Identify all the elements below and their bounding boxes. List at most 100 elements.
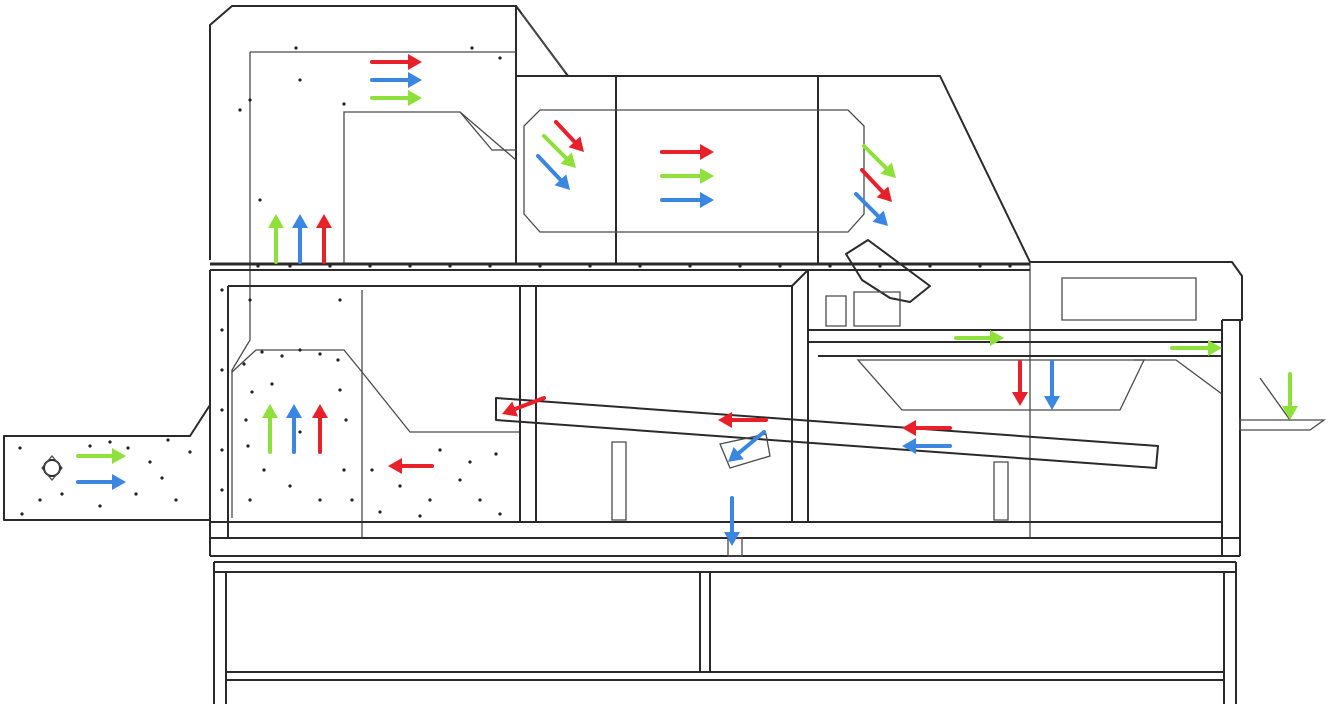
column-roof-slope-inner [521, 13, 566, 73]
arrow-head [316, 214, 332, 228]
perforation-dot [174, 498, 178, 502]
perforation-dot [418, 514, 422, 518]
frame-mid-post [791, 270, 809, 522]
perforation-dot [148, 460, 152, 464]
inclined-screen [495, 397, 1159, 469]
right-housing [1030, 261, 1243, 321]
perforation-dot [494, 452, 498, 456]
perforation-dot [638, 264, 642, 268]
perforation-dot [1008, 264, 1012, 268]
perforation-dot [318, 498, 322, 502]
perforation-dot [468, 460, 472, 464]
flow-arrow-return-red-left-lower [388, 458, 434, 474]
flow-arrow-drum-out-red-down-right [860, 168, 892, 202]
lower-hopper [231, 349, 520, 433]
inner-duct-right [343, 111, 517, 264]
deck-tail [1134, 359, 1223, 395]
arrow-head [112, 448, 126, 464]
arrow-shaft [536, 154, 563, 182]
arrow-head [408, 90, 422, 106]
perforation-dot [370, 468, 374, 472]
perforation-dot [498, 56, 502, 60]
stand-bottom-rail [226, 671, 1224, 681]
exit-lever [1259, 377, 1291, 421]
right-access-panel [1061, 277, 1197, 321]
perforation-dot [538, 264, 542, 268]
flow-arrow-bottom-blue-down [724, 496, 740, 546]
inlet-port [43, 459, 61, 477]
flow-arrow-lower-left-green-up [262, 404, 278, 454]
arrow-head [408, 72, 422, 88]
flow-arrow-drum-in-green-down-right [542, 134, 576, 168]
perforation-dot [342, 102, 346, 106]
perforation-dot [318, 352, 322, 356]
flow-arrow-top-green-right [370, 90, 422, 106]
flow-arrow-drum-in-blue-down-right [536, 154, 570, 190]
flow-arrow-drum-out-blue-down-right [854, 192, 888, 226]
arrow-head [408, 54, 422, 70]
perforation-dot [220, 288, 224, 292]
flow-arrow-top-red-right [370, 54, 422, 70]
perforation-dot [350, 498, 354, 502]
flow-arrow-exit-green-down [1282, 372, 1298, 420]
stand-top-rail [214, 561, 1236, 573]
exit-tray [1239, 419, 1327, 431]
perforation-dot [108, 440, 112, 444]
arrow-head [902, 420, 916, 436]
perforation-dot [688, 264, 692, 268]
perforation-dot [18, 446, 22, 450]
arrow-head [568, 136, 584, 152]
perforation-dot [336, 358, 340, 362]
perforation-dot [250, 390, 254, 394]
flow-arrow-inlet-green-right [76, 448, 126, 464]
arrow-head [700, 168, 714, 184]
perforation-dot [262, 468, 266, 472]
chute-box [853, 291, 901, 327]
perforation-dot [256, 264, 260, 268]
drum-window [523, 109, 865, 233]
perforation-dot [238, 108, 242, 112]
perforation-dot [288, 484, 292, 488]
arrow-shaft [860, 168, 885, 194]
arrow-head [728, 446, 744, 462]
arrow-head [292, 214, 308, 228]
arrow-head [1282, 406, 1298, 420]
perforation-dot [220, 368, 224, 372]
flow-arrow-return-red-left-right-end [902, 420, 952, 436]
arrow-head [700, 144, 714, 160]
arrow-shaft [542, 134, 569, 161]
flow-arrow-hopper-blue-down [1044, 360, 1060, 410]
flow-arrow-hopper-red-down [1012, 360, 1028, 406]
flow-arrow-inlet-blue-right [76, 474, 126, 490]
arrow-head [1208, 340, 1222, 356]
perforation-dot [498, 512, 502, 516]
flow-arrow-riser-red-up [316, 214, 332, 264]
arrow-head [560, 152, 576, 168]
flow-arrow-riser-green-up [268, 214, 284, 264]
flow-arrow-conveyor-green-right [954, 330, 1004, 346]
perforation-dot [328, 264, 332, 268]
perforation-dot [342, 468, 346, 472]
perforation-dot [280, 354, 284, 358]
perforation-dot [878, 264, 882, 268]
flow-arrow-lower-left-blue-up [286, 404, 302, 454]
arrow-head [880, 162, 896, 178]
arrow-shaft [736, 430, 766, 456]
bottom-outlet [727, 537, 743, 557]
inlet-port-flange [41, 454, 63, 482]
arrow-shaft [513, 396, 546, 412]
perforation-dot [166, 438, 170, 442]
frame-left-post [209, 270, 229, 556]
flow-arrow-exit-green-right [1170, 340, 1222, 356]
arrow-head [554, 174, 570, 190]
flow-arrow-lower-left-red-up [312, 404, 328, 454]
conveyor-deck [808, 329, 1222, 357]
perforation-dot [978, 264, 982, 268]
perforation-dot [244, 418, 248, 422]
upper-housing [516, 75, 1031, 263]
flow-arrow-return-blue-left-right-end [902, 438, 952, 454]
inner-duct-left [231, 52, 251, 518]
flow-arrow-drum-out-green-down-right [862, 144, 896, 178]
flow-arrow-drum-blue-right [660, 192, 714, 208]
flow-arrow-riser-blue-up [292, 214, 308, 264]
